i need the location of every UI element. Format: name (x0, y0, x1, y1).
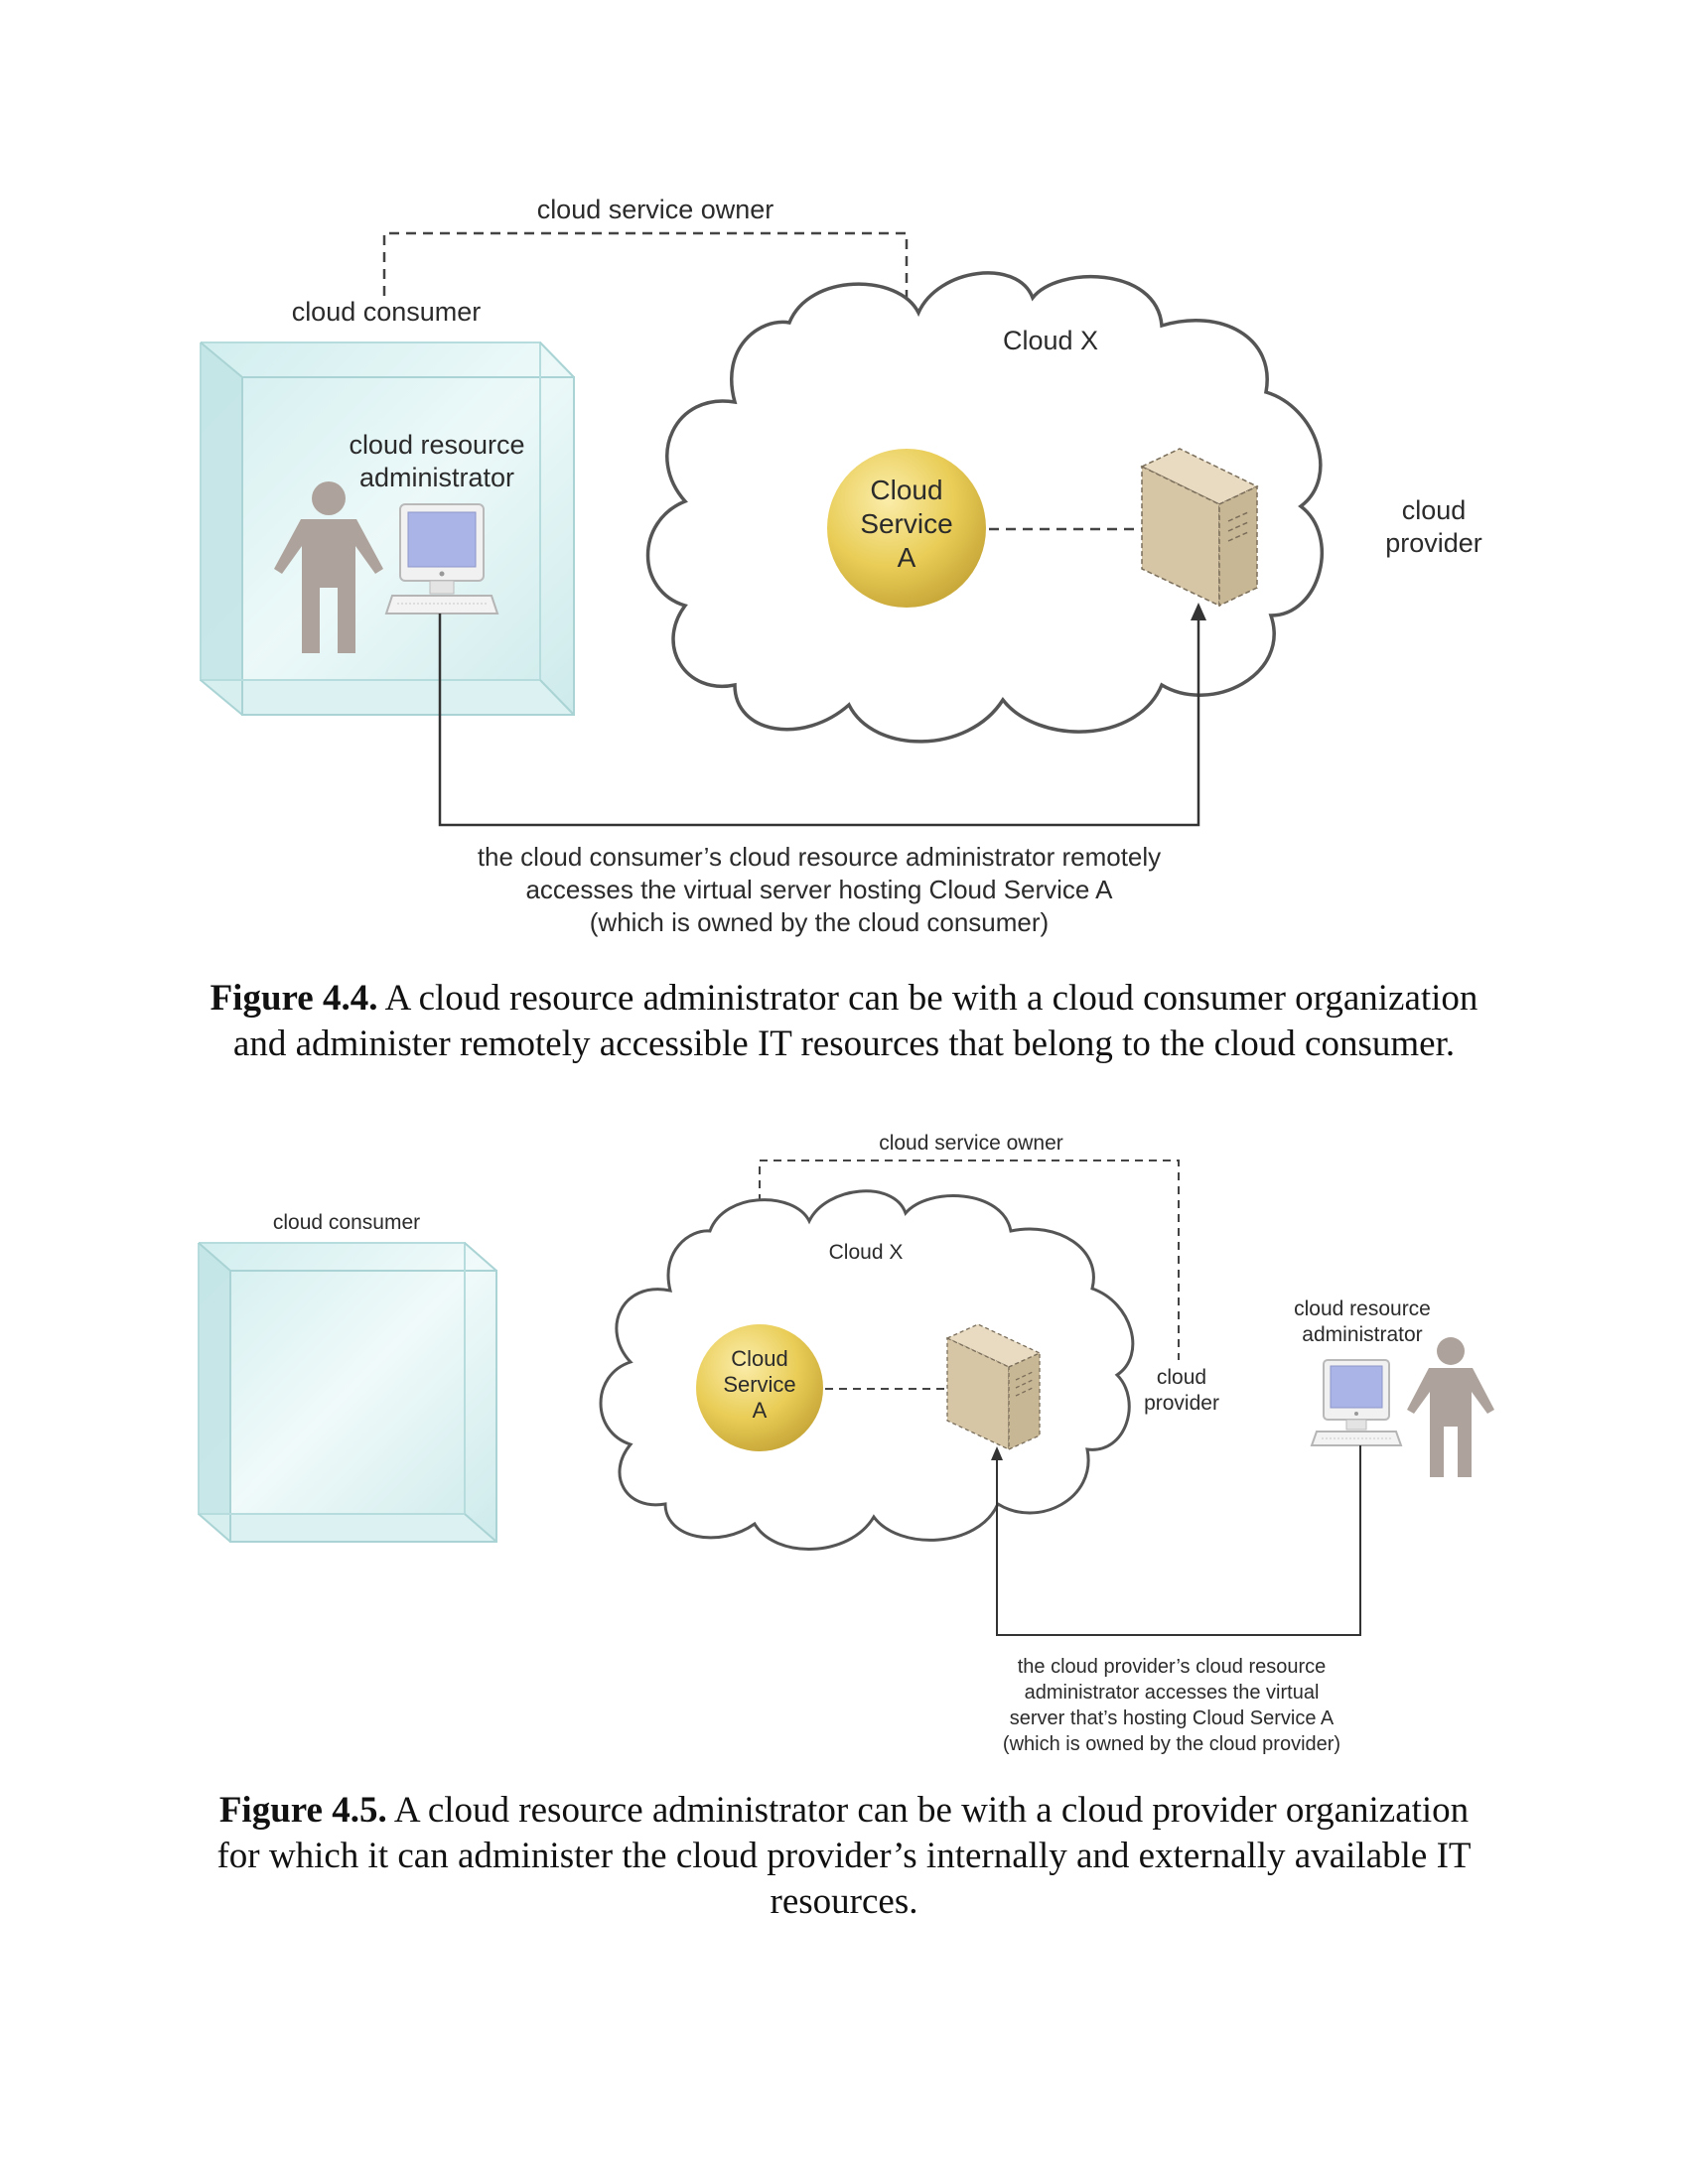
consumer-organization-box (198, 1242, 497, 1543)
cloud-x-shape (645, 271, 1325, 744)
cloud-name-label: Cloud X (1003, 326, 1098, 355)
owner-label: cloud service owner (537, 195, 774, 224)
figure-4-5: cloud service owner cloud consumer Cloud… (0, 1122, 1688, 1757)
cloud-service-a-sphere (696, 1324, 823, 1451)
cloud-name-label: Cloud X (829, 1241, 904, 1264)
access-note-line2: accesses the virtual server hosting Clou… (525, 875, 1113, 904)
person-icon (274, 481, 383, 653)
computer-icon (1310, 1359, 1403, 1446)
service-label-line1: Cloud (870, 475, 942, 505)
cloud-service-a-sphere (827, 449, 986, 608)
service-label-line1: Cloud (731, 1346, 787, 1371)
consumer-organization-box (200, 341, 575, 716)
owner-label: cloud service owner (879, 1132, 1063, 1155)
consumer-label: cloud consumer (292, 297, 482, 327)
service-label-line2: Service (723, 1372, 795, 1397)
admin-label-line2: administrator (1302, 1323, 1422, 1346)
service-label-line2: Service (860, 508, 952, 539)
access-note-line2: administrator accesses the virtual (1025, 1682, 1320, 1704)
figure-4-4: cloud service owner cloud consumer cloud… (0, 179, 1688, 953)
figure-4-4-caption-text: A cloud resource administrator can be wi… (232, 978, 1478, 1064)
person-icon (1407, 1337, 1494, 1477)
service-label-line3: A (753, 1398, 768, 1423)
provider-access-arrowhead (991, 1446, 1003, 1460)
access-note-line3: (which is owned by the cloud consumer) (590, 907, 1049, 937)
provider-label-line1: cloud (1157, 1366, 1206, 1389)
provider-access-line (996, 1445, 1361, 1636)
provider-label-line1: cloud (1402, 495, 1467, 525)
figure-4-4-diagram: cloud service owner cloud consumer cloud… (200, 195, 1482, 937)
consumer-label: cloud consumer (273, 1211, 420, 1234)
access-note-line1: the cloud provider’s cloud resource (1018, 1656, 1327, 1678)
virtual-server-icon (1140, 448, 1259, 608)
virtual-server-icon (945, 1323, 1042, 1451)
figure-4-4-caption: Figure 4.4. A cloud resource administrat… (199, 976, 1489, 1067)
figure-4-5-caption: Figure 4.5. A cloud resource administrat… (199, 1788, 1489, 1925)
figure-4-5-diagram: cloud service owner cloud consumer Cloud… (198, 1132, 1494, 1755)
admin-label-line1: cloud resource (1294, 1297, 1431, 1320)
remote-access-line (438, 614, 1200, 827)
figure-4-5-caption-text: A cloud resource administrator can be wi… (216, 1790, 1472, 1922)
admin-label-line2: administrator (359, 463, 514, 492)
provider-label-line2: provider (1385, 528, 1482, 558)
figure-4-5-caption-label: Figure 4.5. (218, 1790, 387, 1831)
computer-icon (384, 503, 499, 614)
service-label-line3: A (898, 542, 916, 573)
owner-dashed-line (382, 231, 909, 440)
access-note-line3: server that’s hosting Cloud Service A (1010, 1707, 1335, 1729)
provider-label-line2: provider (1144, 1392, 1219, 1415)
remote-access-arrowhead (1191, 603, 1206, 620)
access-note-line4: (which is owned by the cloud provider) (1003, 1733, 1340, 1755)
figure-4-4-caption-label: Figure 4.4. (210, 978, 378, 1019)
access-note-line1: the cloud consumer’s cloud resource admi… (478, 842, 1161, 872)
admin-label-line1: cloud resource (349, 430, 524, 460)
